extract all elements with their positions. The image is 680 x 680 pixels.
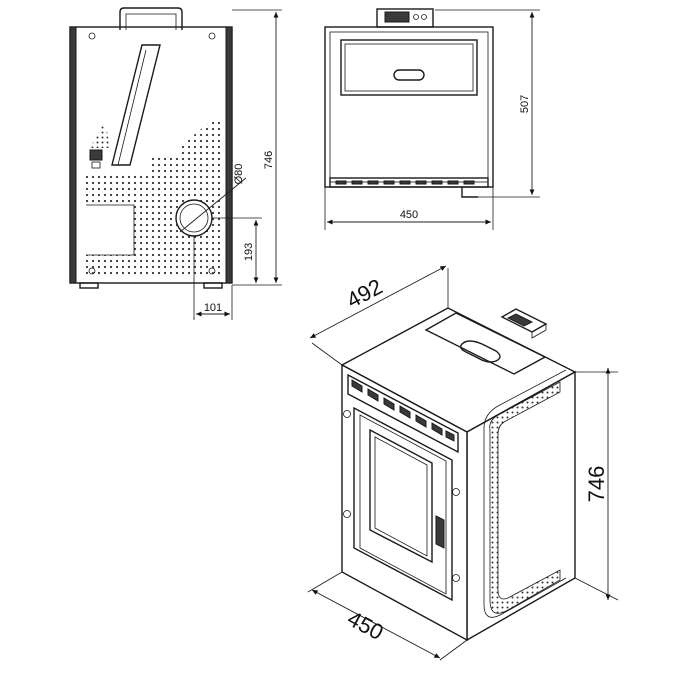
top-width-label: 450 (400, 209, 418, 221)
flue-height-label: 193 (243, 243, 255, 261)
back-height-label: 746 (263, 151, 275, 169)
iso-depth-label: 492 (342, 274, 386, 313)
flue-diameter-label: Ø80 (233, 164, 245, 185)
vent-grille (335, 180, 475, 185)
back-view: 746 Ø80 193 101 (69, 7, 282, 320)
iso-height-label: 746 (584, 466, 609, 503)
isometric-view: 492 746 450 (307, 265, 619, 661)
flue-offset-label: 101 (204, 302, 222, 314)
top-depth-label: 507 (519, 95, 531, 113)
front-grille (351, 379, 455, 442)
iso-width-label: 450 (343, 606, 387, 645)
top-view: 507 450 (324, 8, 540, 230)
